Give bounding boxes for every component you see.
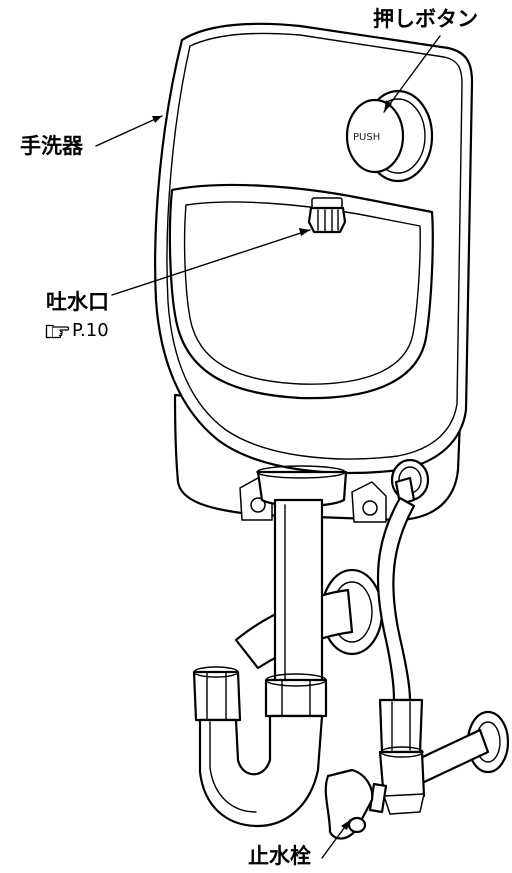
arrow-stop-valve: [341, 820, 350, 830]
trap-nut-right: [264, 673, 328, 718]
drain-pipe: [273, 498, 324, 690]
spout-reference-page: P.10: [72, 320, 109, 341]
label-spout: 吐水口: [46, 290, 109, 314]
leader-hand-basin: [95, 115, 163, 147]
label-hand-basin: 手洗器: [20, 134, 83, 158]
stop-valve-body: [324, 710, 510, 840]
arrow-spout: [299, 228, 310, 236]
hand-basin-body: [154, 22, 474, 522]
leader-spout: [111, 229, 311, 296]
pointing-hand-icon: [45, 324, 70, 339]
trap-u-bend: [198, 714, 324, 828]
label-push-button: 押しボタン: [373, 7, 478, 31]
arrow-push-button: [384, 100, 392, 112]
arrow-hand-basin: [152, 116, 162, 123]
supply-hose: [376, 496, 416, 702]
push-text: PUSH: [353, 132, 380, 143]
push-button-body: PUSH: [345, 89, 434, 183]
label-stop-valve: 止水栓: [248, 844, 311, 868]
spout-reference[interactable]: P.10: [45, 322, 109, 340]
leader-push-button: [383, 35, 441, 113]
trap-nut-left: [192, 666, 242, 722]
leader-lines: [95, 35, 441, 859]
spout-body: [307, 197, 347, 234]
hose-nut: [378, 698, 424, 754]
